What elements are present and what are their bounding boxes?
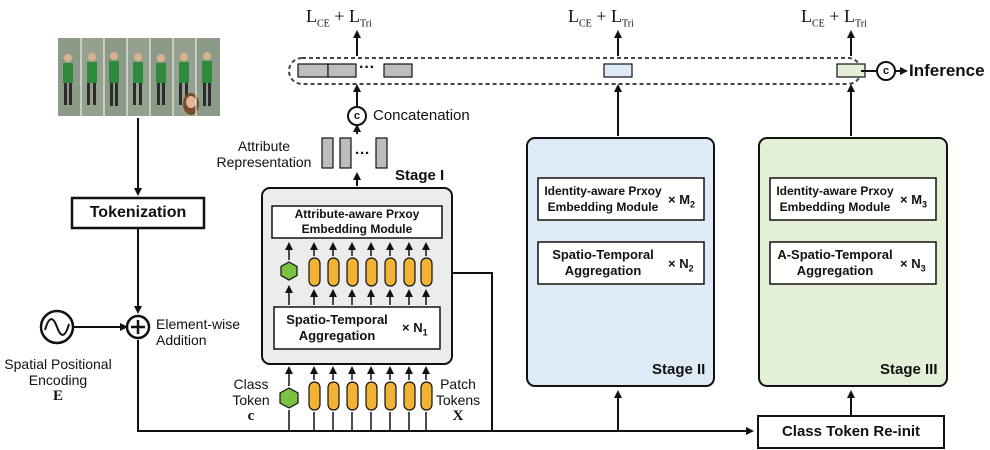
reinit-label: Class Token Re-init [781, 423, 921, 440]
tokenization-label: Tokenization [89, 204, 187, 221]
frame-2 [81, 38, 104, 116]
concat-symbol-stage1: c [353, 110, 361, 122]
feature-ellipsis: ··· [359, 59, 375, 76]
stage2-title: Stage II [652, 361, 706, 378]
stage2-sta-label: Spatio-Temporal Aggregation [552, 247, 654, 278]
frame-5 [150, 38, 173, 116]
loss-label-stage1: LCE + LTri [306, 6, 372, 30]
feature-container [288, 57, 862, 85]
stage3-feature-bar [836, 63, 866, 78]
loss-label-stage3: LCE + LTri [801, 6, 867, 30]
stage1-proxy-module [271, 205, 443, 239]
stage1-internal-tokens [280, 242, 433, 305]
frame-3 [104, 38, 127, 116]
stage1-sta-label: Spatio-Temporal Aggregation [286, 312, 388, 343]
concat-symbol-inference: c [882, 65, 890, 77]
frame-7 [183, 38, 220, 116]
stage1-proxy-label: Attribute-aware Prxoy Embedding Module [294, 207, 420, 236]
attribute-rep-ellipsis: ··· [355, 145, 370, 162]
class-token-reinit-box [757, 415, 945, 449]
input-tokens [279, 366, 433, 431]
stage1-feature-bars [297, 63, 413, 78]
inference-label: Inference [909, 61, 985, 80]
concatenation-label: Concatenation [373, 107, 470, 124]
stage2-sta-repeat: × N2 [668, 256, 694, 274]
loss-label-stage2: LCE + LTri [568, 6, 634, 30]
class-token-label: Class Token c [232, 376, 270, 424]
element-wise-label: Element-wise Addition [156, 316, 241, 348]
sine-wave-icon [39, 309, 75, 345]
stage3-title: Stage III [880, 361, 938, 378]
tokenization-box [70, 196, 206, 230]
patch-tokens-label: Patch Tokens X [435, 376, 481, 424]
spatial-encoding-label: Spatial Positional Encoding E [4, 356, 112, 404]
input-video-frames [58, 38, 220, 116]
arrow-to-reinit [137, 340, 754, 435]
stage3-proxy-module [769, 177, 937, 221]
arrow-stage1-out [440, 272, 493, 431]
stage2-proxy-module [537, 177, 705, 221]
element-wise-addition-icon [125, 314, 151, 340]
stage3-sta-label: A-Spatio-Temporal Aggregation [777, 247, 893, 278]
stage2-feature-bar [603, 63, 633, 78]
stage3-sta-repeat: × N3 [900, 256, 926, 274]
stage1-title: Stage I [395, 167, 445, 184]
stage2-proxy-repeat: × M2 [668, 192, 696, 210]
frame-4 [127, 38, 150, 116]
stage2-sta-module [537, 241, 705, 285]
stage3-proxy-label: Identity-aware Prxoy Embedding Module [776, 184, 894, 214]
stage3-sta-module [769, 241, 937, 285]
stage1-sta-repeat: × N1 [402, 320, 428, 338]
concat-icon-stage1 [347, 106, 367, 126]
attribute-rep-label: Attribute Representation [216, 138, 312, 170]
attribute-representation-bars [321, 137, 388, 169]
stage3-proxy-repeat: × M3 [900, 192, 928, 210]
frame-1 [58, 38, 81, 116]
stage1-sta-module [273, 306, 441, 350]
stage2-proxy-label: Identity-aware Prxoy Embedding Module [544, 184, 662, 214]
